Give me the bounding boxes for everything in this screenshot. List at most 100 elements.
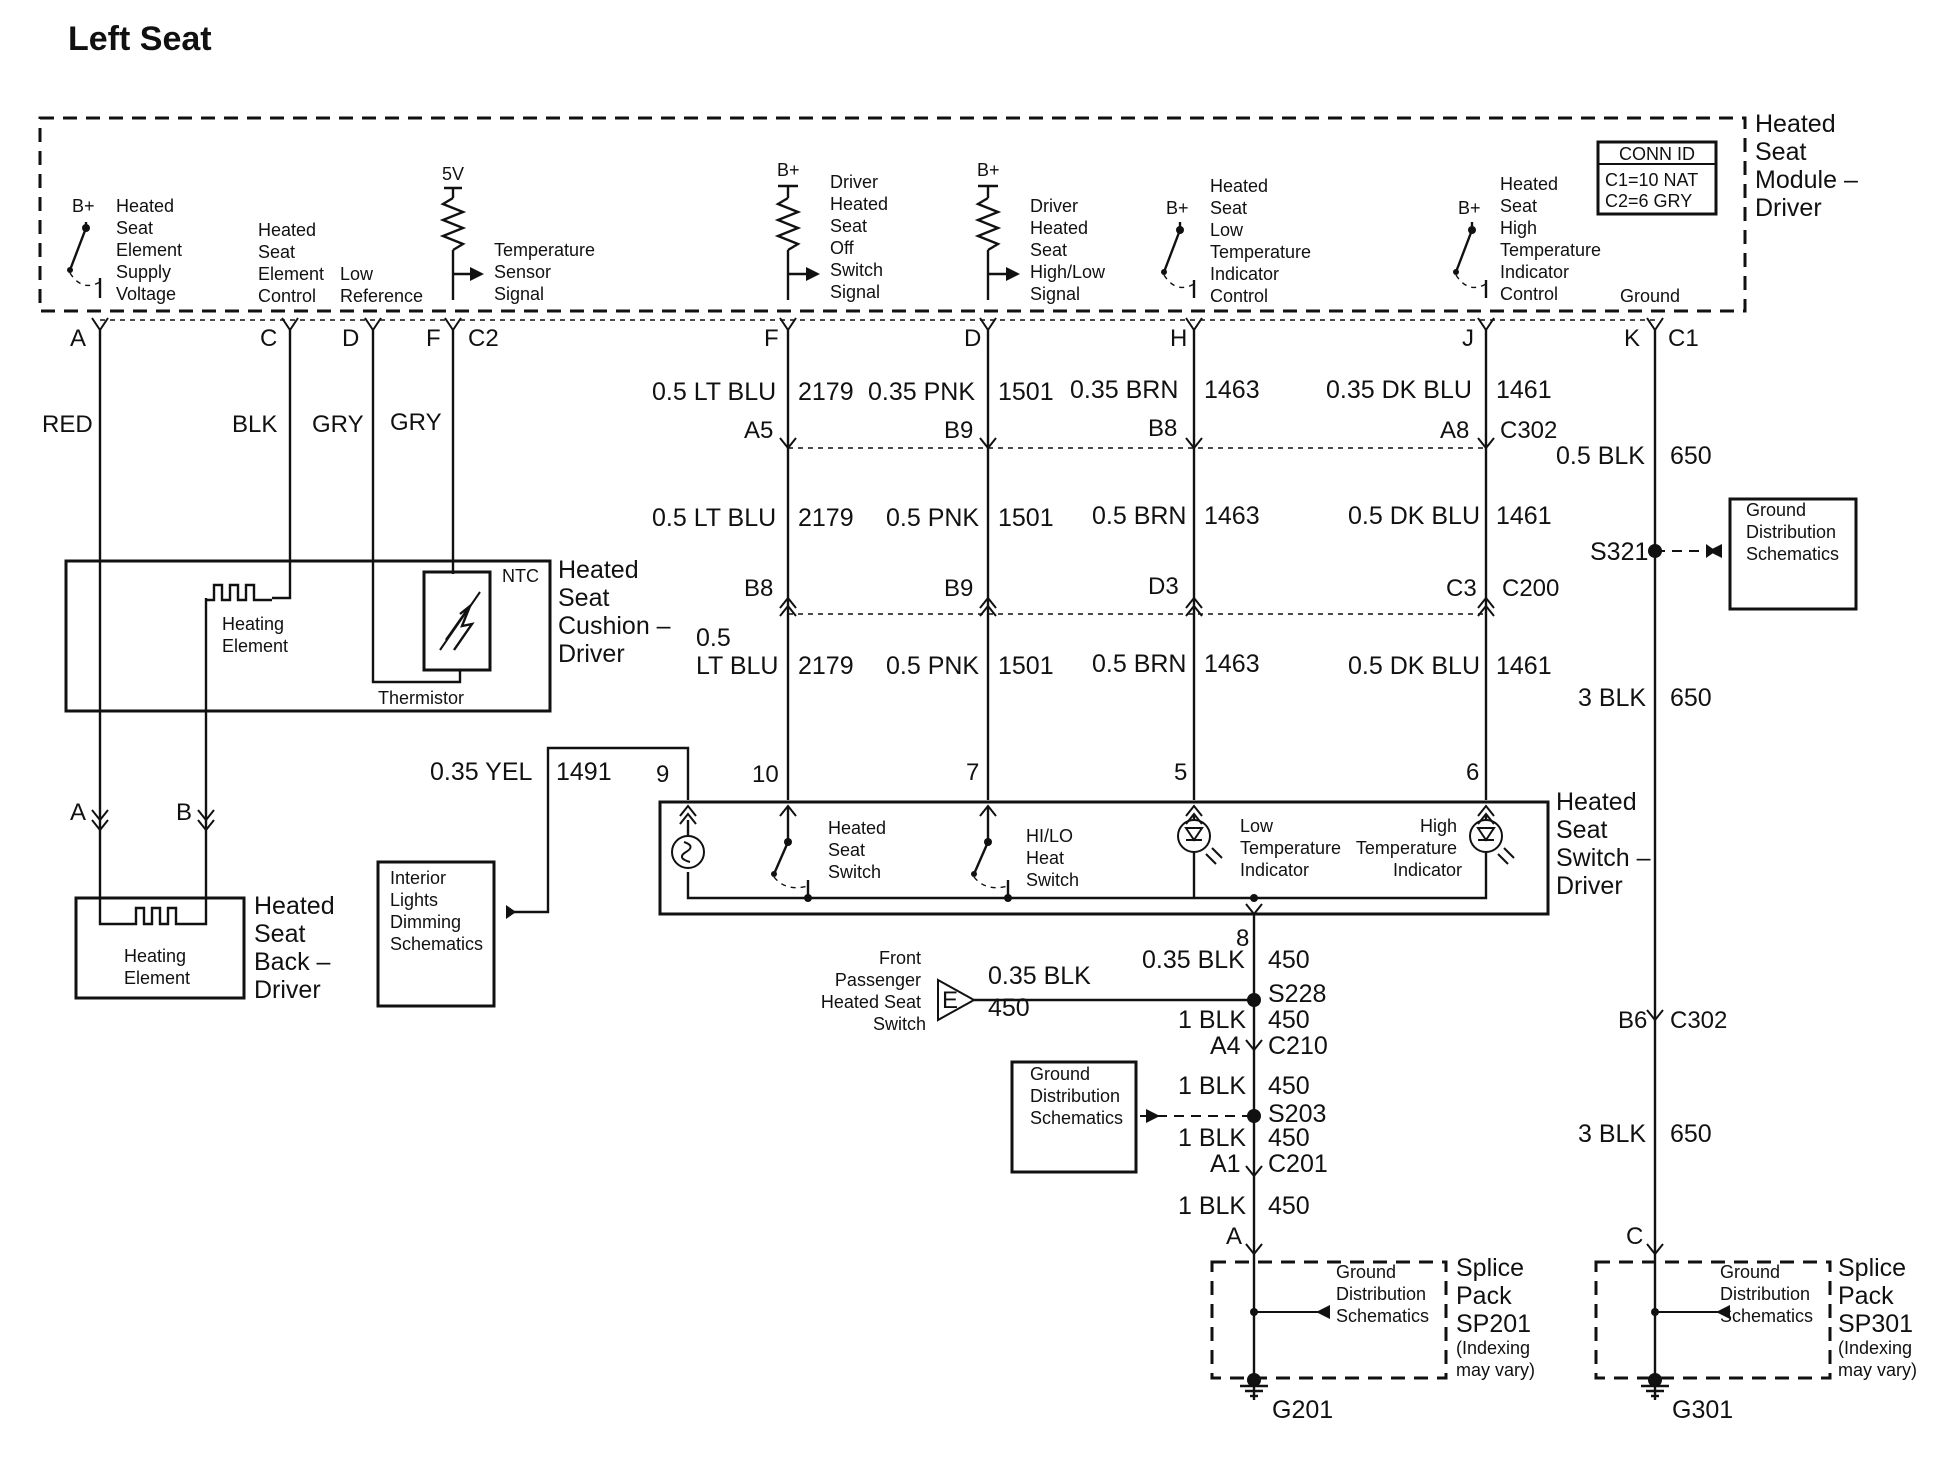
supply-switch-icon (67, 222, 102, 298)
svg-text:1 BLK: 1 BLK (1178, 1006, 1246, 1034)
svg-text:S321: S321 (1590, 538, 1648, 566)
svg-text:B8: B8 (744, 575, 773, 602)
svg-text:S203: S203 (1268, 1100, 1326, 1128)
b6-c302: C302 (1670, 1007, 1727, 1034)
svg-text:450: 450 (1268, 1192, 1310, 1220)
s203-splice (1247, 1109, 1261, 1123)
hilo-signal-label: Driver Heated Seat High/Low Signal (1030, 196, 1110, 304)
low-ind-label: Heated Seat Low Temperature Indicator Co… (1210, 176, 1316, 306)
svg-text:BLK: BLK (232, 411, 277, 438)
thermistor-label: Thermistor (378, 688, 464, 708)
high-ind-label: Heated Seat High Temperature Indicator C… (1500, 174, 1606, 304)
svg-text:0.5 LT BLU: 0.5 LT BLU (652, 378, 776, 406)
svg-text:J: J (1462, 325, 1474, 352)
sp301-note: (Indexing may vary) (1838, 1338, 1917, 1380)
s321-ground-dist-box (1728, 497, 1858, 611)
svg-text:0.5: 0.5 (696, 624, 731, 652)
svg-text:F: F (426, 325, 441, 352)
sp301-ground-dist-label: Ground Distribution Schematics (1720, 1262, 1815, 1326)
svg-text:GRY: GRY (312, 411, 364, 438)
svg-text:1461: 1461 (1496, 652, 1552, 680)
ground-650-labels: 0.5 BLK 650 S321 3 BLK 650 (1556, 442, 1712, 712)
conn-id-c1: C1=10 NAT (1605, 170, 1698, 190)
seat-back-name: Heated Seat Back – Driver (254, 892, 342, 1004)
chain-pin-a: A (1226, 1223, 1242, 1250)
yel-wire (376, 746, 690, 1008)
seat-back-pin-b: B (176, 799, 192, 826)
svg-text:B9: B9 (944, 417, 973, 444)
ntc-label: NTC (502, 566, 539, 586)
seat-back-heating-element-icon (98, 906, 208, 926)
svg-text:1 BLK: 1 BLK (1178, 1072, 1246, 1100)
ground-chain-450 (937, 903, 1263, 1400)
svg-text:450: 450 (1268, 946, 1310, 974)
svg-text:7: 7 (966, 759, 979, 786)
svg-text:C210: C210 (1268, 1032, 1328, 1060)
pin-c: C (1626, 1223, 1643, 1250)
svg-text:C200: C200 (1502, 575, 1559, 602)
low-indicator-label: Low Temperature Indicator (1240, 816, 1346, 880)
low-ref-label: Low Reference (340, 264, 423, 306)
cushion-heating-element-icon (206, 583, 272, 602)
svg-text:3 BLK: 3 BLK (1578, 684, 1646, 712)
heated-seat-module: Heated Seat Module – Driver CONN ID C1=1… (38, 110, 1858, 313)
svg-text:C: C (260, 325, 277, 352)
five-v-label: 5V (442, 164, 464, 184)
bplus-label: B+ (72, 196, 95, 216)
svg-text:0.35 BRN: 0.35 BRN (1070, 376, 1178, 404)
switch-pin-labels: 9 10 7 5 6 8 (656, 759, 1479, 952)
svg-text:0.5 PNK: 0.5 PNK (886, 504, 979, 532)
b6-pin: B6 (1618, 1007, 1647, 1034)
svg-text:1463: 1463 (1204, 502, 1260, 530)
module-border (38, 116, 1747, 313)
low-indicator-led-icon (1177, 814, 1223, 898)
svg-text:2179: 2179 (798, 504, 854, 532)
high-ind-switch-icon (1453, 222, 1488, 298)
ground-wire-650 (1648, 330, 1858, 1400)
sp301-name: Splice Pack SP301 (1838, 1254, 1913, 1338)
left-wires (98, 330, 462, 910)
conn-id-title: CONN ID (1619, 144, 1695, 164)
svg-text:0.5 PNK: 0.5 PNK (886, 652, 979, 680)
svg-text:A5: A5 (744, 417, 773, 444)
svg-text:D: D (964, 325, 981, 352)
svg-text:2179: 2179 (798, 652, 854, 680)
module-pin-labels: A C D F C2 F D H J K C1 (70, 325, 1699, 352)
svg-text:6: 6 (1466, 759, 1479, 786)
svg-text:10: 10 (752, 761, 779, 788)
svg-text:D3: D3 (1148, 573, 1179, 600)
cushion-heating-label: Heating Element (222, 614, 289, 656)
dimmer-lamp-icon (671, 820, 705, 869)
bplus-label-off: B+ (777, 160, 800, 180)
off-switch-resistor-icon (774, 184, 820, 300)
left-wire-labels: RED BLK GRY GRY (42, 409, 442, 438)
hilo-switch-icon (971, 806, 1012, 902)
svg-text:0.35 DK BLU: 0.35 DK BLU (1326, 376, 1472, 404)
high-indicator-label: High Temperature Indicator (1356, 816, 1462, 880)
gnd-wire3-gauge: 3 BLK (1578, 1120, 1646, 1148)
svg-text:0.35 BLK: 0.35 BLK (1142, 946, 1245, 974)
splice-pack-sp301 (1594, 1260, 1832, 1398)
svg-text:1463: 1463 (1204, 376, 1260, 404)
svg-text:C3: C3 (1446, 575, 1477, 602)
svg-text:0.35 PNK: 0.35 PNK (868, 378, 975, 406)
svg-text:0.5 BRN: 0.5 BRN (1092, 502, 1186, 530)
svg-text:0.5 BRN: 0.5 BRN (1092, 650, 1186, 678)
splice-pack-sp201 (1210, 1260, 1448, 1398)
heated-seat-switch-label: Heated Seat Switch (828, 818, 891, 882)
high-indicator-led-icon (1469, 814, 1515, 872)
svg-text:K: K (1624, 325, 1640, 352)
svg-text:0.5 DK BLU: 0.5 DK BLU (1348, 652, 1480, 680)
bplus-label-hilo: B+ (977, 160, 1000, 180)
svg-text:0.35 BLK: 0.35 BLK (988, 962, 1091, 990)
s321-ground-dist-label: Ground Distribution Schematics (1746, 500, 1841, 564)
svg-text:LT BLU: LT BLU (696, 652, 778, 680)
svg-text:A: A (70, 325, 86, 352)
pullup-resistor-icon (439, 186, 484, 300)
row3-wire-labels: 0.5 LT BLU 2179 0.5 PNK 1501 0.5 BRN 146… (696, 624, 1552, 680)
heated-seat-switch-icon (771, 806, 812, 902)
row1-wire-labels: 0.5 LT BLU 2179 0.35 PNK 1501 0.35 BRN 1… (652, 376, 1552, 406)
svg-text:B9: B9 (944, 575, 973, 602)
sp201-ground-dist-label: Ground Distribution Schematics (1336, 1262, 1431, 1326)
interior-lights-label: Interior Lights Dimming Schematics (390, 868, 483, 954)
